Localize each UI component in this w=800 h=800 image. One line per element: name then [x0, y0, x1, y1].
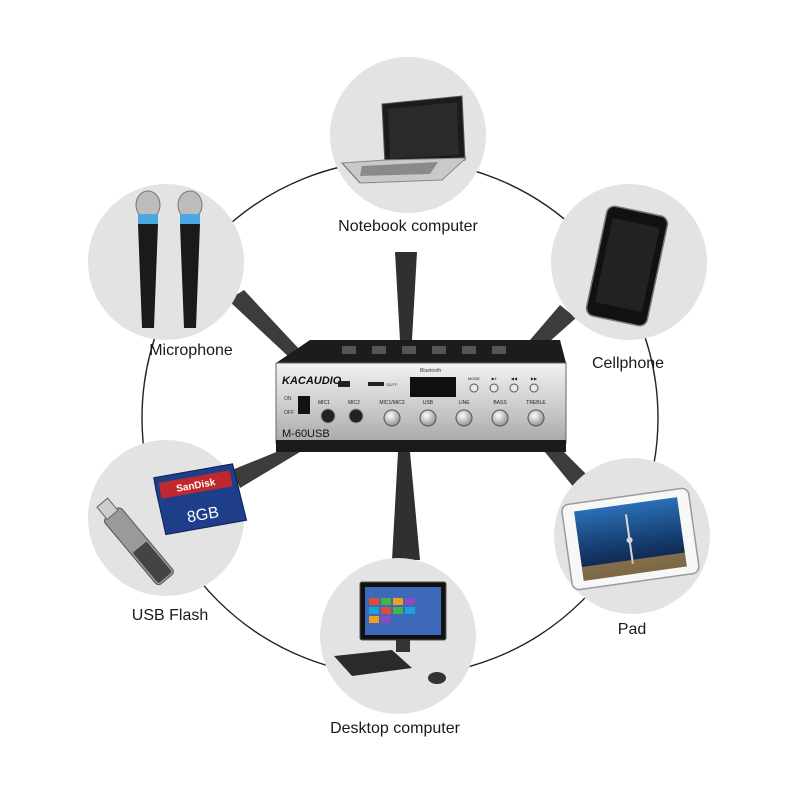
amp-button-cap[interactable]: [469, 383, 479, 393]
amp-knob-cap[interactable]: [527, 409, 545, 427]
amplifier-unit: KACAUDIO M-60USB Bluetooth ON OFF SD/TF …: [275, 340, 567, 452]
amp-knob-cap[interactable]: [491, 409, 509, 427]
laptop-icon: [340, 95, 468, 184]
amp-button-label: ▶ll: [492, 376, 497, 381]
amp-knob-4[interactable]: TREBLE: [526, 400, 546, 427]
label-cellphone: Cellphone: [591, 355, 665, 372]
amp-knob-label: TREBLE: [526, 400, 546, 406]
tablet-icon: [561, 487, 700, 591]
amp-button-label: ▶▶: [531, 376, 538, 381]
amp-sd-label: SD/TF: [386, 382, 398, 387]
amp-button-2[interactable]: ◀◀: [509, 376, 519, 393]
amp-button-0[interactable]: MODE: [468, 376, 480, 393]
amp-knob-1[interactable]: USB: [419, 400, 437, 427]
mic2-jack[interactable]: [348, 408, 364, 424]
desktop-computer-icon: [334, 581, 447, 684]
amp-knob-0[interactable]: MIC1/MIC2: [379, 400, 405, 427]
sd-card-capacity: 8GB: [186, 504, 220, 526]
label-usb: USB Flash: [131, 607, 209, 624]
amp-button-label: MODE: [468, 376, 480, 381]
connection-beams: [228, 252, 600, 560]
amp-button-1[interactable]: ▶ll: [489, 376, 499, 393]
amp-button-label: ◀◀: [511, 376, 518, 381]
amp-knob-cap[interactable]: [455, 409, 473, 427]
amp-button-cap[interactable]: [529, 383, 539, 393]
amp-knob-label: MIC1/MIC2: [379, 400, 405, 406]
amp-knob-label: USB: [423, 400, 434, 406]
label-microphone: Microphone: [149, 342, 233, 359]
amp-knob-cap[interactable]: [419, 409, 437, 427]
beam-cellphone: [530, 305, 576, 350]
label-notebook: Notebook computer: [338, 218, 478, 235]
amp-knob-label: BASS: [493, 400, 507, 406]
tile-grid: [369, 598, 415, 623]
beam-notebook: [395, 252, 417, 340]
sd-slot[interactable]: [368, 382, 384, 386]
beam-usb: [232, 444, 300, 488]
mic1-jack[interactable]: [320, 408, 336, 424]
amp-knob-3[interactable]: BASS: [491, 400, 509, 427]
amp-button-cap[interactable]: [509, 383, 519, 393]
amp-mic1-label: MIC1: [318, 400, 330, 406]
beam-desktop: [392, 452, 420, 560]
amp-brand: KACAUDIO: [282, 375, 342, 387]
amp-knob-cap[interactable]: [383, 409, 401, 427]
usb-flash-drive-icon: [96, 497, 174, 586]
amp-knob-2[interactable]: LINE: [455, 400, 473, 427]
microphone-icon: [135, 190, 203, 328]
sd-card-icon: SanDisk 8GB: [153, 463, 248, 536]
amp-model: M-60USB: [282, 428, 330, 440]
amp-mic2-label: MIC2: [348, 400, 360, 406]
amp-button-3[interactable]: ▶▶: [529, 376, 539, 393]
node-microphone: [88, 184, 244, 340]
amp-bluetooth-label: Bluetooth: [420, 368, 441, 374]
label-pad: Pad: [617, 621, 647, 638]
usb-port[interactable]: [338, 381, 350, 387]
amp-switch-on: ON: [284, 396, 292, 402]
amp-display: [410, 377, 456, 397]
smartphone-icon: [585, 205, 669, 327]
power-switch[interactable]: [298, 396, 310, 414]
amp-knob-label: LINE: [458, 400, 470, 406]
label-desktop: Desktop computer: [330, 720, 460, 737]
amp-switch-off: OFF: [284, 410, 294, 416]
amp-button-cap[interactable]: [489, 383, 499, 393]
beam-microphone: [228, 290, 300, 358]
